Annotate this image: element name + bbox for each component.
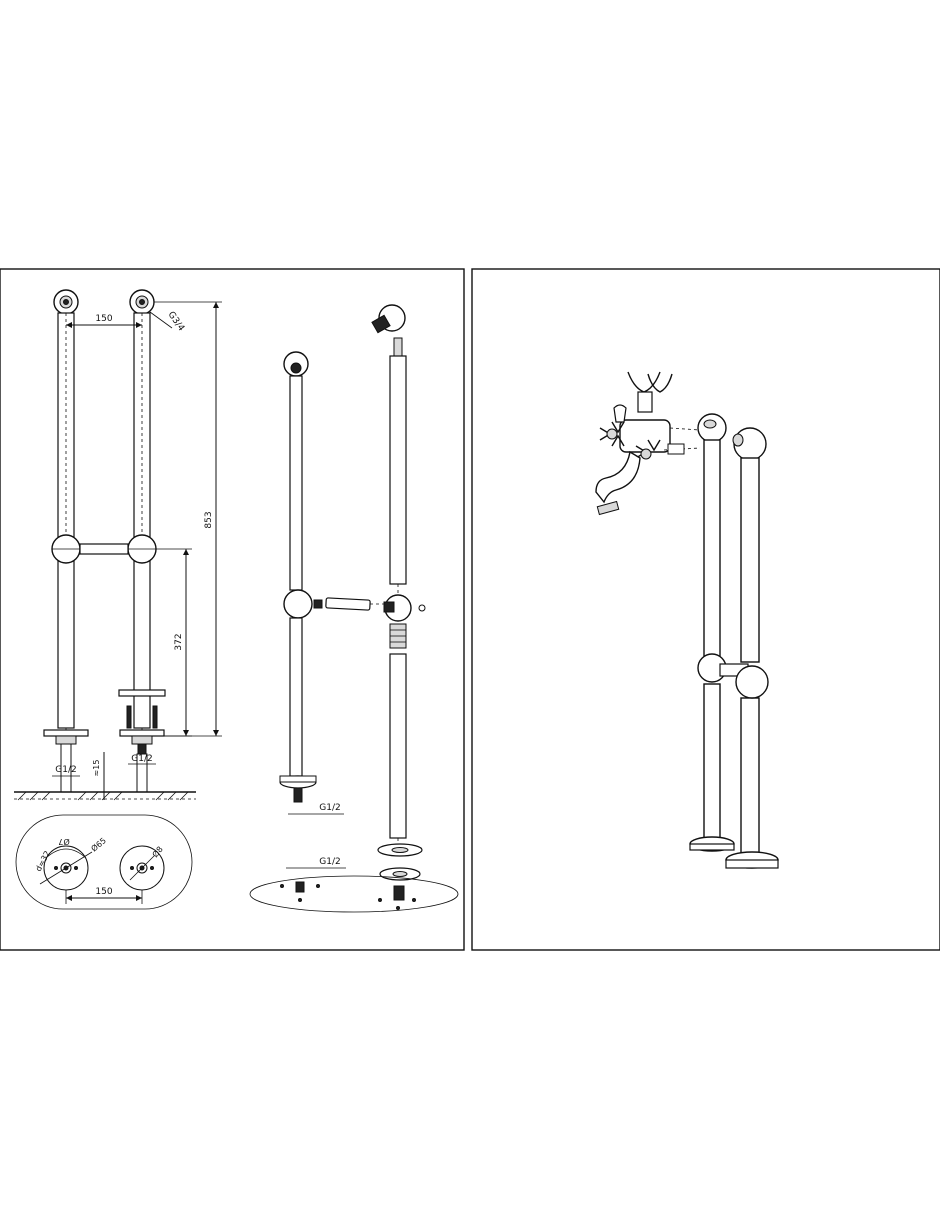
dim-base-spacing: 150 xyxy=(95,887,112,897)
exploded-thread-a: G1/2 xyxy=(319,803,340,813)
dim-top-thread: G3/4 xyxy=(166,310,187,334)
left-panel-frame xyxy=(0,268,465,951)
dim-bridge-height: 372 xyxy=(174,633,184,650)
dim-outer-diameter: Ø65 xyxy=(89,835,108,853)
exploded-view: G1/2 G1/2 xyxy=(249,304,459,913)
dim-right-floor-thread: G1/2 xyxy=(131,754,152,764)
dim-pipe-spacing-top: 150 xyxy=(95,314,112,324)
plan-view: 150 Ø7 Ø65 d=32 Ø8 xyxy=(15,814,193,910)
dim-mount-diameter: Ø7 xyxy=(58,837,69,847)
dim-hole-diameter: d=32 xyxy=(34,849,52,873)
perspective-view xyxy=(595,371,779,869)
dim-floor-depth: ≈15 xyxy=(92,760,101,777)
elevation-view: 150 G3/4 853 372 G1/2 G1/2 ≈15 xyxy=(14,289,222,801)
dim-inner-diameter: Ø8 xyxy=(150,844,165,859)
exploded-thread-b: G1/2 xyxy=(319,857,340,867)
right-panel-frame xyxy=(471,268,940,951)
dim-total-height: 853 xyxy=(204,511,214,528)
mixer-tap xyxy=(595,371,701,516)
dim-left-floor-thread: G1/2 xyxy=(55,765,76,775)
